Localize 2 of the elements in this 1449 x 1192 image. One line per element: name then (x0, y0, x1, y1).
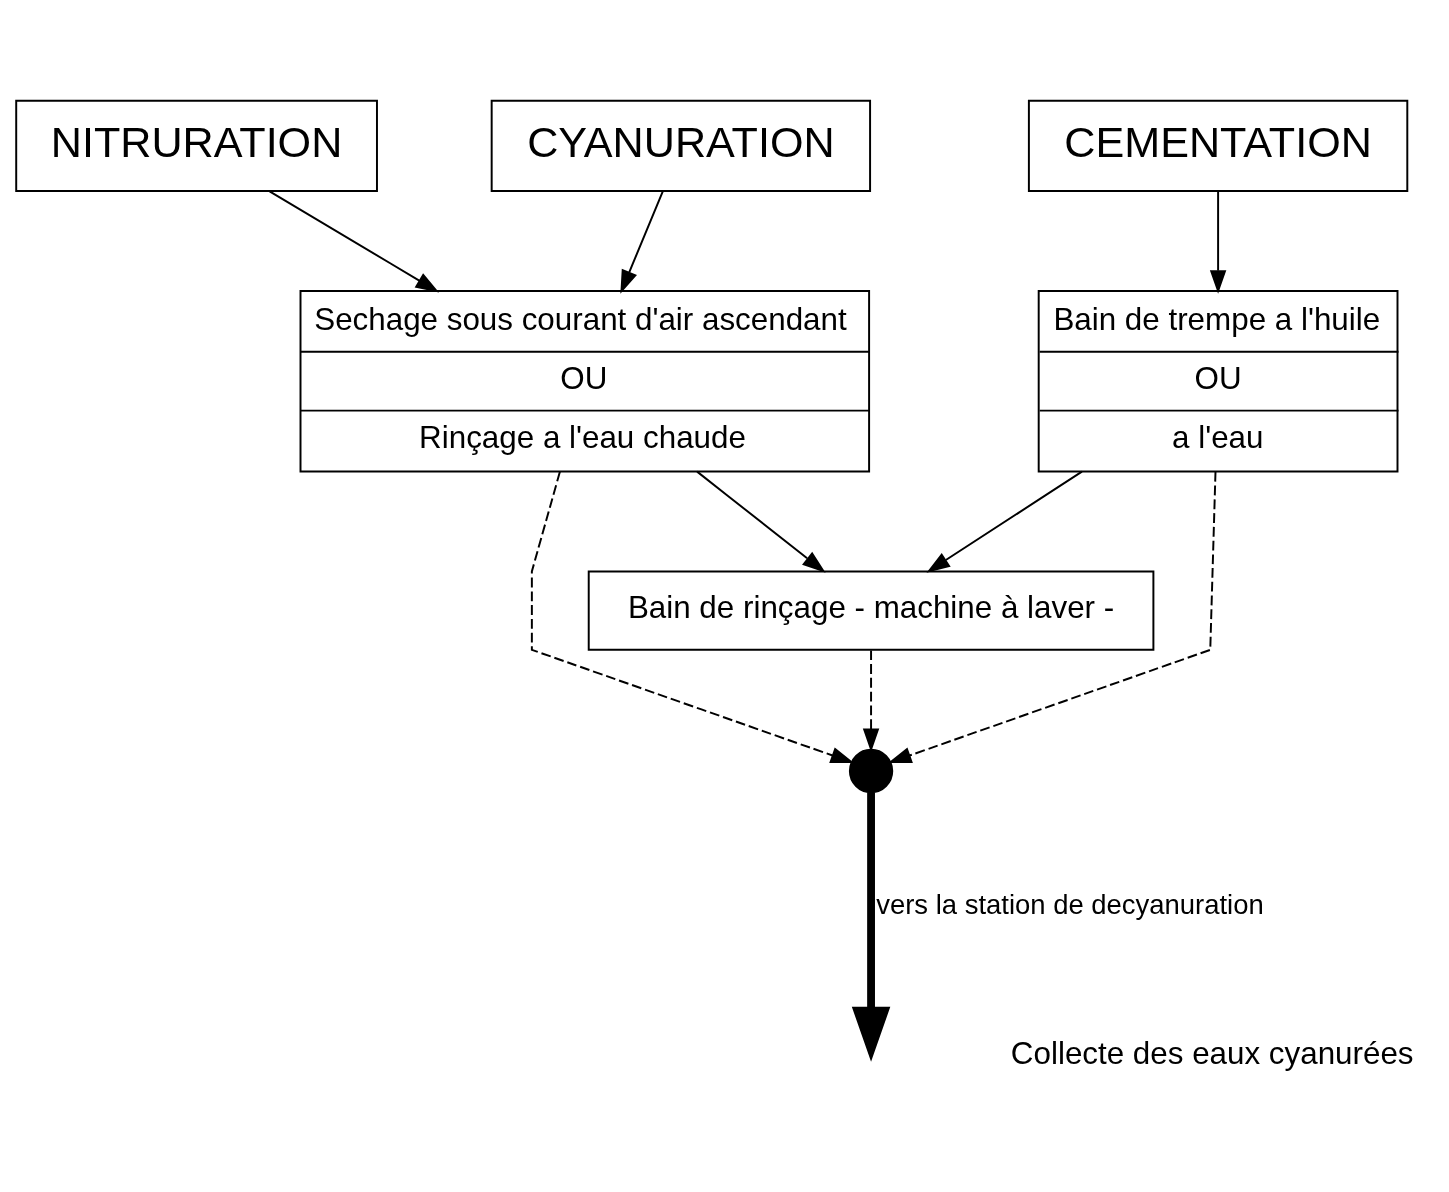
edge-label: vers la station de decyanuration (876, 888, 1264, 920)
label: Collecte des eaux cyanurées (1010, 1035, 1414, 1071)
